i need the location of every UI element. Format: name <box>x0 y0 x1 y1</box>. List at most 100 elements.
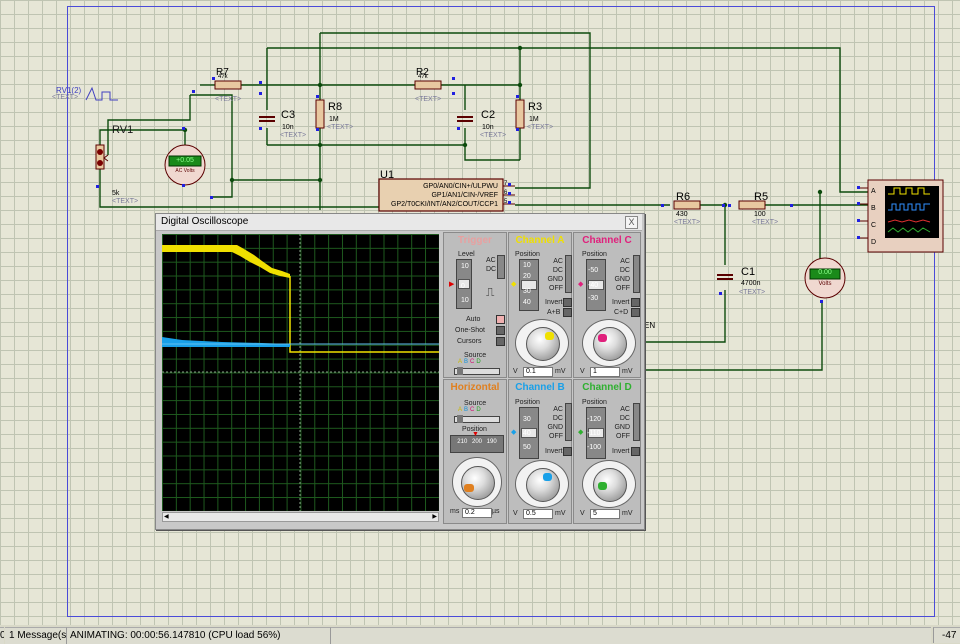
trigger-ac[interactable]: AC <box>486 257 496 264</box>
oscilloscope-window[interactable]: Digital Oscilloscope X ◀ ▶ Trigger Level… <box>155 213 645 530</box>
source-label: RV1(2) <box>56 86 82 95</box>
channel-d-scale-2: -100 <box>587 444 602 451</box>
r7-label: R7 <box>216 67 229 78</box>
channel-c-ac[interactable]: AC <box>620 258 630 265</box>
trigger-level-thumb[interactable] <box>458 279 470 289</box>
channel-a-scale-0: 10 <box>523 262 531 269</box>
horizontal-source-a[interactable]: A <box>458 407 465 413</box>
horizontal-source-c[interactable]: C <box>470 407 477 413</box>
channel-a-off[interactable]: OFF <box>549 285 563 292</box>
channel-c-coupling-switch[interactable] <box>633 255 640 293</box>
channel-c-volts-value[interactable]: 1 <box>590 367 620 377</box>
channel-c-volts-knob[interactable] <box>593 327 627 361</box>
channel-a-aplusb-button[interactable] <box>563 308 572 317</box>
close-button[interactable]: X <box>625 216 638 229</box>
channel-c-invert-button[interactable] <box>631 298 640 307</box>
channel-b-coupling-switch[interactable] <box>565 403 572 441</box>
channel-c-off[interactable]: OFF <box>616 285 630 292</box>
trigger-source-b[interactable]: B <box>464 359 471 365</box>
channel-a-position-thumb[interactable] <box>521 280 537 290</box>
channel-c-gnd[interactable]: GND <box>614 276 630 283</box>
channel-d-volts-knob[interactable] <box>593 468 627 502</box>
channel-d-position-slider[interactable] <box>586 407 606 459</box>
channel-d-position-thumb[interactable] <box>588 428 604 438</box>
channel-d-ac[interactable]: AC <box>620 406 630 413</box>
channel-a-volts-knob[interactable] <box>526 327 560 361</box>
channel-b-position-slider[interactable] <box>519 407 539 459</box>
scroll-right-arrow[interactable]: ▶ <box>432 514 437 520</box>
channel-c-dc[interactable]: DC <box>619 267 630 274</box>
channel-c-title: Channel C <box>582 235 632 246</box>
horizontal-source-label: Source <box>464 400 487 407</box>
trigger-coupling-switch[interactable] <box>497 255 505 279</box>
channel-a-ac[interactable]: AC <box>553 258 563 265</box>
voltmeter1-reading: +0.05 <box>176 157 194 164</box>
horizontal-timebase-value[interactable]: 0.2 <box>462 508 492 518</box>
r3-text: <TEXT> <box>527 124 554 131</box>
channel-d-off[interactable]: OFF <box>616 433 630 440</box>
channel-a-position-slider[interactable] <box>519 259 539 311</box>
channel-c-scale-1: -40 <box>588 282 599 289</box>
channel-d-gnd[interactable]: GND <box>614 424 630 431</box>
c1-value: 4700n <box>741 280 761 287</box>
channel-b-scale-1: 40 <box>523 430 531 437</box>
horizontal-source-thumb[interactable] <box>457 415 463 423</box>
c2-label: C2 <box>481 109 496 121</box>
rv1-text: <TEXT> <box>112 198 139 205</box>
channel-d-invert-label: Invert <box>612 448 630 455</box>
horizontal-timebase-knob[interactable] <box>461 466 495 500</box>
channel-b-ac[interactable]: AC <box>553 406 563 413</box>
u1-pin-2: GP2/T0CKI/INT/AN2/COUT/CCP1 <box>391 201 498 208</box>
channel-b-invert-button[interactable] <box>563 447 572 456</box>
horizontal-source-slider[interactable] <box>454 415 500 423</box>
trigger-source-d[interactable]: D <box>476 359 483 365</box>
trigger-source-c[interactable]: C <box>470 359 477 365</box>
channel-a-coupling-switch[interactable] <box>565 255 572 293</box>
channel-c-volts-dial[interactable] <box>582 319 636 367</box>
horizontal-source-d[interactable]: D <box>476 407 483 413</box>
trigger-dc[interactable]: DC <box>486 266 497 273</box>
channel-c-position-thumb[interactable] <box>588 280 604 290</box>
channel-d-volts-dial[interactable] <box>582 460 636 508</box>
channel-c-position-slider[interactable] <box>586 259 606 311</box>
channel-d-coupling-switch[interactable] <box>633 403 640 441</box>
trigger-level-slider[interactable] <box>456 259 472 309</box>
channel-d-volts-value[interactable]: 5 <box>590 509 620 519</box>
trigger-source-thumb[interactable] <box>457 367 463 375</box>
trigger-auto-button[interactable] <box>496 315 505 324</box>
channel-c-cplusd-button[interactable] <box>631 308 640 317</box>
channel-a-gnd[interactable]: GND <box>547 276 563 283</box>
channel-a-dc[interactable]: DC <box>552 267 563 274</box>
horizontal-position-scale-0: 210 <box>457 439 468 445</box>
trigger-one-shot-button[interactable] <box>496 326 505 335</box>
c1-text: <TEXT> <box>739 289 766 296</box>
oscilloscope-titlebar[interactable]: Digital Oscilloscope X <box>156 214 642 231</box>
channel-d-invert-button[interactable] <box>631 447 640 456</box>
channel-b-position-thumb[interactable] <box>521 428 537 438</box>
trigger-source-slider[interactable] <box>454 367 500 375</box>
status-messages[interactable]: 1 Message(s) <box>5 627 67 644</box>
channel-a-invert-button[interactable] <box>563 298 572 307</box>
u1-pin-numbers: 7 6 5 <box>504 180 507 207</box>
trigger-edge-icon[interactable]: ⎍ <box>486 285 495 299</box>
screen-horizontal-scrollbar[interactable]: ◀ ▶ <box>162 512 439 522</box>
channel-d-dc[interactable]: DC <box>619 415 630 422</box>
channel-c-unit-v: V <box>580 368 585 375</box>
horizontal-position-arrow-icon: ▼ <box>472 431 479 438</box>
channel-a-volts-value[interactable]: 0.1 <box>523 367 553 377</box>
trigger-cursors-button[interactable] <box>496 337 505 346</box>
channel-b-off[interactable]: OFF <box>549 433 563 440</box>
scroll-left-arrow[interactable]: ◀ <box>164 514 169 520</box>
channel-a-volts-dial[interactable] <box>515 319 569 367</box>
channel-b-volts-dial[interactable] <box>515 460 569 508</box>
channel-b-volts-knob[interactable] <box>526 468 560 502</box>
scope-instrument-symbol <box>867 179 944 253</box>
channel-b-gnd[interactable]: GND <box>547 424 563 431</box>
horizontal-unit-us: µs <box>492 508 500 515</box>
horizontal-position-slider[interactable]: 210 200 190 <box>450 435 504 453</box>
channel-b-dc[interactable]: DC <box>552 415 563 422</box>
horizontal-source-b[interactable]: B <box>464 407 471 413</box>
trigger-source-a[interactable]: A <box>458 359 465 365</box>
channel-b-volts-value[interactable]: 0.5 <box>523 509 553 519</box>
horizontal-timebase-dial[interactable] <box>452 457 502 507</box>
